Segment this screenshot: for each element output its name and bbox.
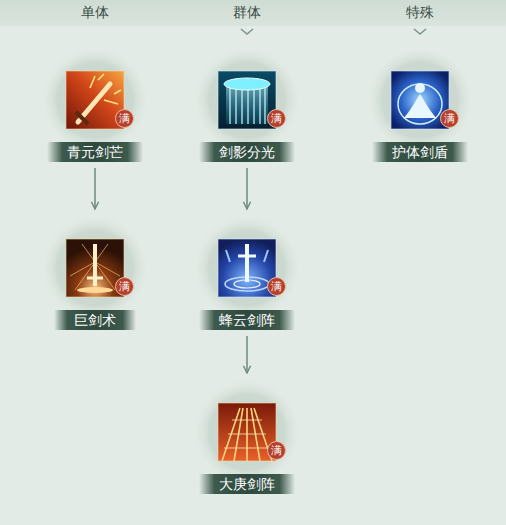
chevron <box>241 29 253 34</box>
spark <box>90 74 121 104</box>
skill-node: 剑影分光 满 <box>187 42 307 162</box>
shield <box>398 84 442 124</box>
sword-guard <box>238 255 256 258</box>
column-header: 单体 <box>81 4 109 22</box>
ray <box>222 408 272 461</box>
skill-node: 青元剑芒 满 <box>35 42 155 162</box>
ink-blob <box>41 46 149 154</box>
skill-node: 蜂云剑阵 满 <box>187 210 307 330</box>
connector-arrow <box>246 336 248 373</box>
disc <box>224 78 270 90</box>
chevron <box>414 29 426 34</box>
figure <box>415 83 425 93</box>
ink-blob <box>41 214 149 322</box>
figure <box>404 94 436 118</box>
sword-guard <box>76 112 88 124</box>
header-band <box>0 0 506 26</box>
skill-node: 巨剑术 满 <box>35 210 155 330</box>
skill-name: 护体剑盾 <box>372 142 468 162</box>
connector-arrow <box>94 168 96 209</box>
max-level-badge: 满 <box>267 277 286 296</box>
ink-blob <box>193 214 301 322</box>
max-level-badge: 满 <box>267 441 286 460</box>
column-header: 特殊 <box>406 4 434 22</box>
ink-blob <box>366 46 474 154</box>
skill-name: 大庚剑阵 <box>199 474 295 494</box>
skill-name: 蜂云剑阵 <box>199 310 295 330</box>
connector-arrow <box>246 168 248 209</box>
beam <box>230 86 265 124</box>
glow <box>77 287 113 293</box>
ink-blob <box>193 378 301 486</box>
wing <box>226 250 268 262</box>
sword-guard <box>87 277 103 280</box>
ray <box>224 420 270 448</box>
max-level-badge: 满 <box>115 277 134 296</box>
skill-node: 护体剑盾 满 <box>360 42 480 162</box>
skill-name: 青元剑芒 <box>47 142 143 162</box>
column-header: 群体 <box>233 4 261 22</box>
sword <box>93 244 97 286</box>
max-level-badge: 满 <box>440 109 459 128</box>
skill-name: 剑影分光 <box>199 142 295 162</box>
sword <box>245 244 249 282</box>
skill-name: 巨剑术 <box>54 310 136 330</box>
max-level-badge: 满 <box>267 109 286 128</box>
ink-blob <box>193 46 301 154</box>
ray <box>70 244 120 290</box>
max-level-badge: 满 <box>115 109 134 128</box>
skill-node: 大庚剑阵 满 <box>187 374 307 494</box>
